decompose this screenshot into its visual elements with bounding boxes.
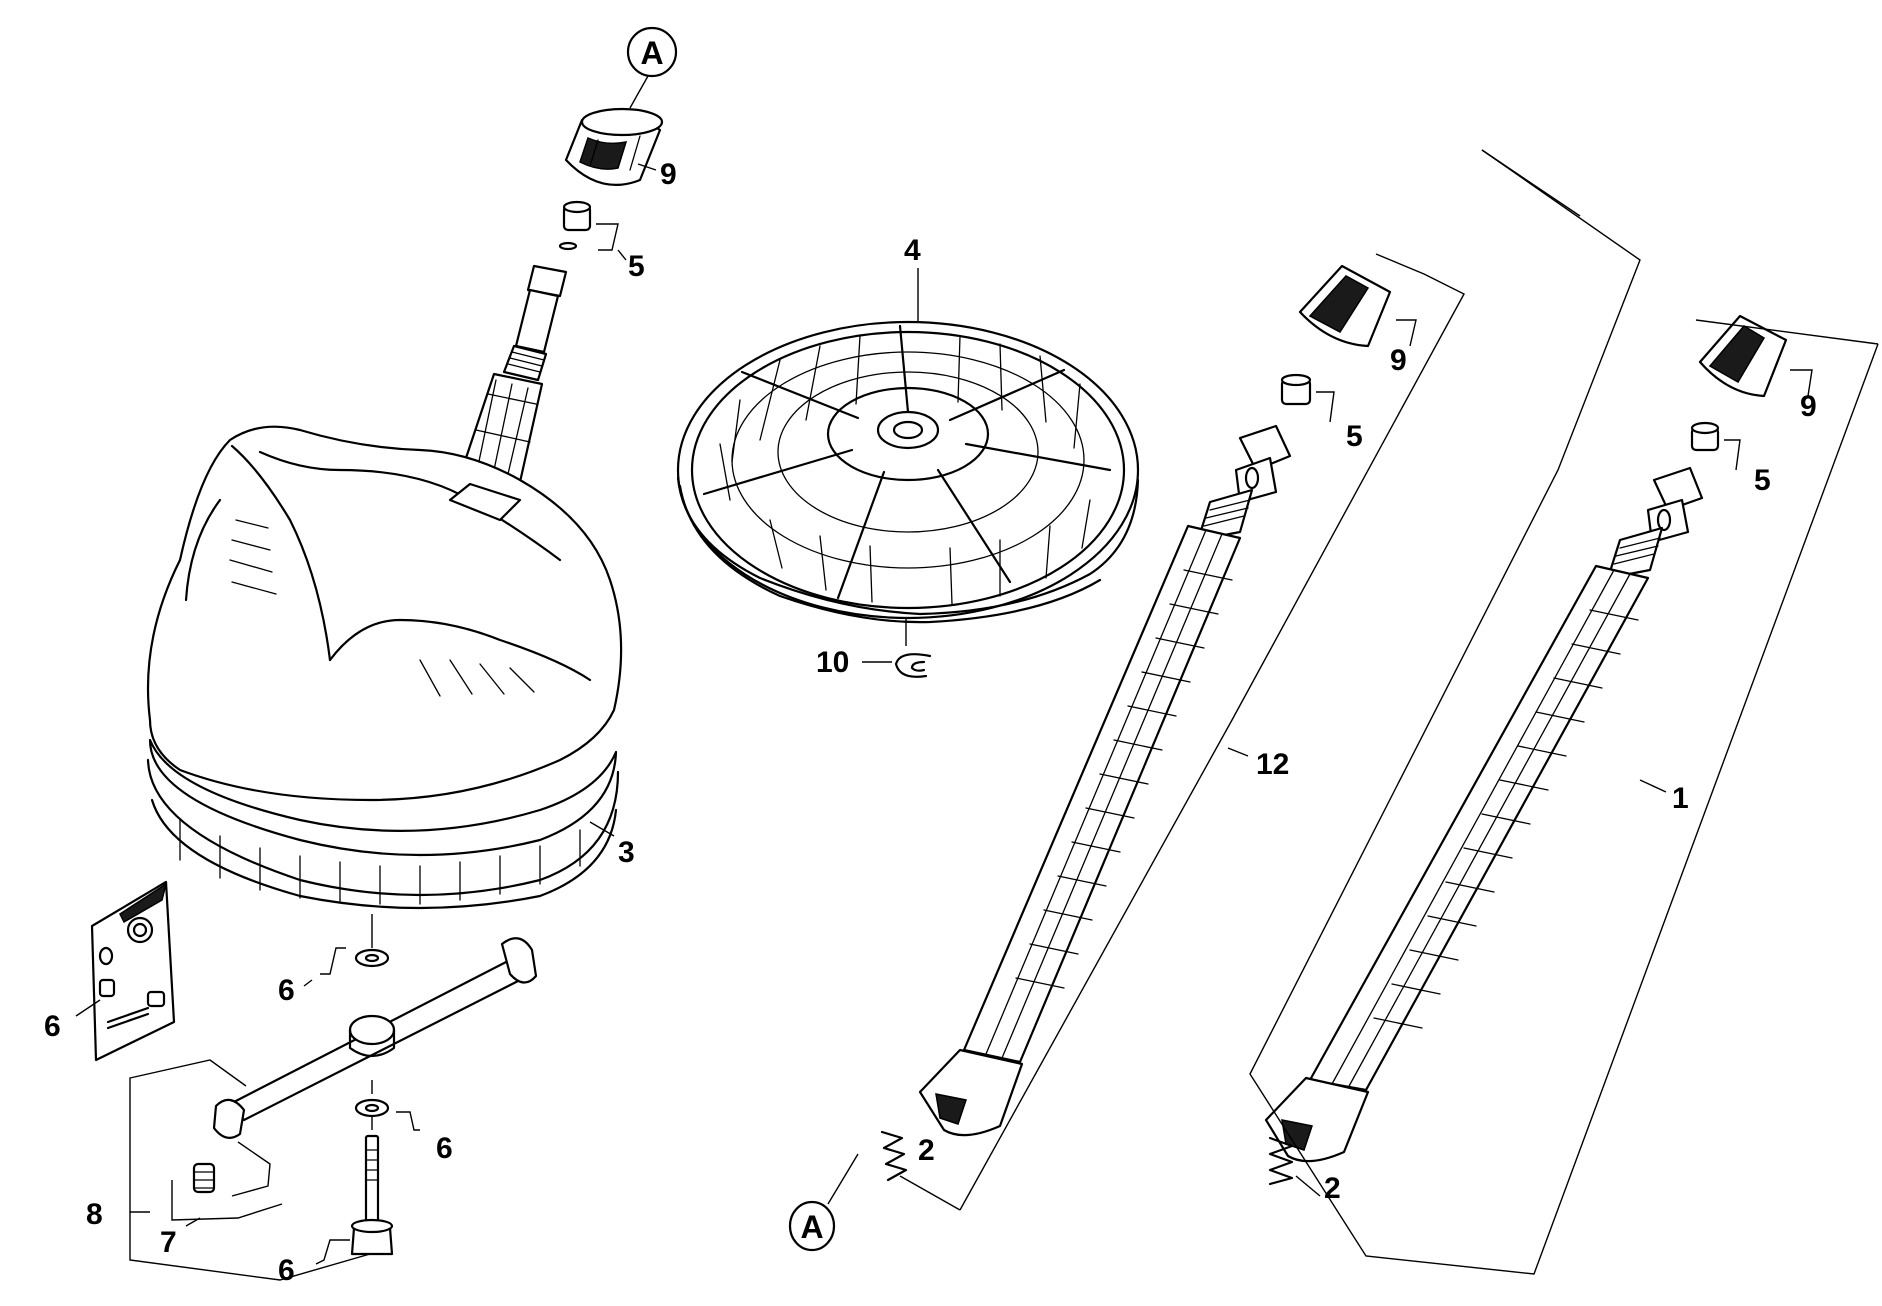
callout-6-screw: 6 xyxy=(278,1254,295,1287)
extension-lance-1 xyxy=(1264,314,1788,1186)
callout-5-left: 5 xyxy=(628,250,645,283)
callout-6-lower: 6 xyxy=(436,1132,453,1165)
small-nozzle-5-left xyxy=(558,200,592,251)
callout-8: 8 xyxy=(86,1198,103,1231)
rotor-nozzle-7 xyxy=(192,1162,216,1194)
extension-lance-12 xyxy=(880,264,1392,1182)
callout-1: 1 xyxy=(1672,782,1689,815)
callout-12: 12 xyxy=(1256,748,1289,781)
svg-text:A: A xyxy=(640,35,663,71)
callout-6-bag: 6 xyxy=(44,1010,61,1043)
svg-text:A: A xyxy=(800,1209,823,1245)
callout-9-right: 9 xyxy=(1800,390,1817,423)
callout-5-middle: 5 xyxy=(1346,420,1363,453)
reference-a-top: A xyxy=(626,26,678,109)
retaining-clip-10 xyxy=(894,653,932,678)
callout-3: 3 xyxy=(618,836,635,869)
spray-lance-tube xyxy=(460,264,568,484)
washer-6-lower xyxy=(354,1098,390,1118)
reference-a-bottom: A xyxy=(788,1153,859,1252)
screw-6 xyxy=(350,1134,394,1256)
callout-2-right: 2 xyxy=(1324,1172,1341,1205)
callout-10: 10 xyxy=(816,646,849,679)
callout-9-left: 9 xyxy=(660,158,677,191)
spare-parts-bag-6 xyxy=(90,880,176,1062)
surface-cleaner-housing-3 xyxy=(146,425,623,910)
callout-6-upper: 6 xyxy=(278,974,295,1007)
callout-2-middle: 2 xyxy=(918,1134,935,1167)
washer-6-upper xyxy=(354,948,390,968)
cover-disc-4 xyxy=(676,268,1140,646)
callout-9-middle: 9 xyxy=(1390,344,1407,377)
rotor-arm-8 xyxy=(212,937,538,1139)
nozzle-cap-9-left xyxy=(564,107,664,187)
callout-7: 7 xyxy=(160,1226,177,1259)
callout-5-right: 5 xyxy=(1754,464,1771,497)
callout-4: 4 xyxy=(904,234,921,267)
